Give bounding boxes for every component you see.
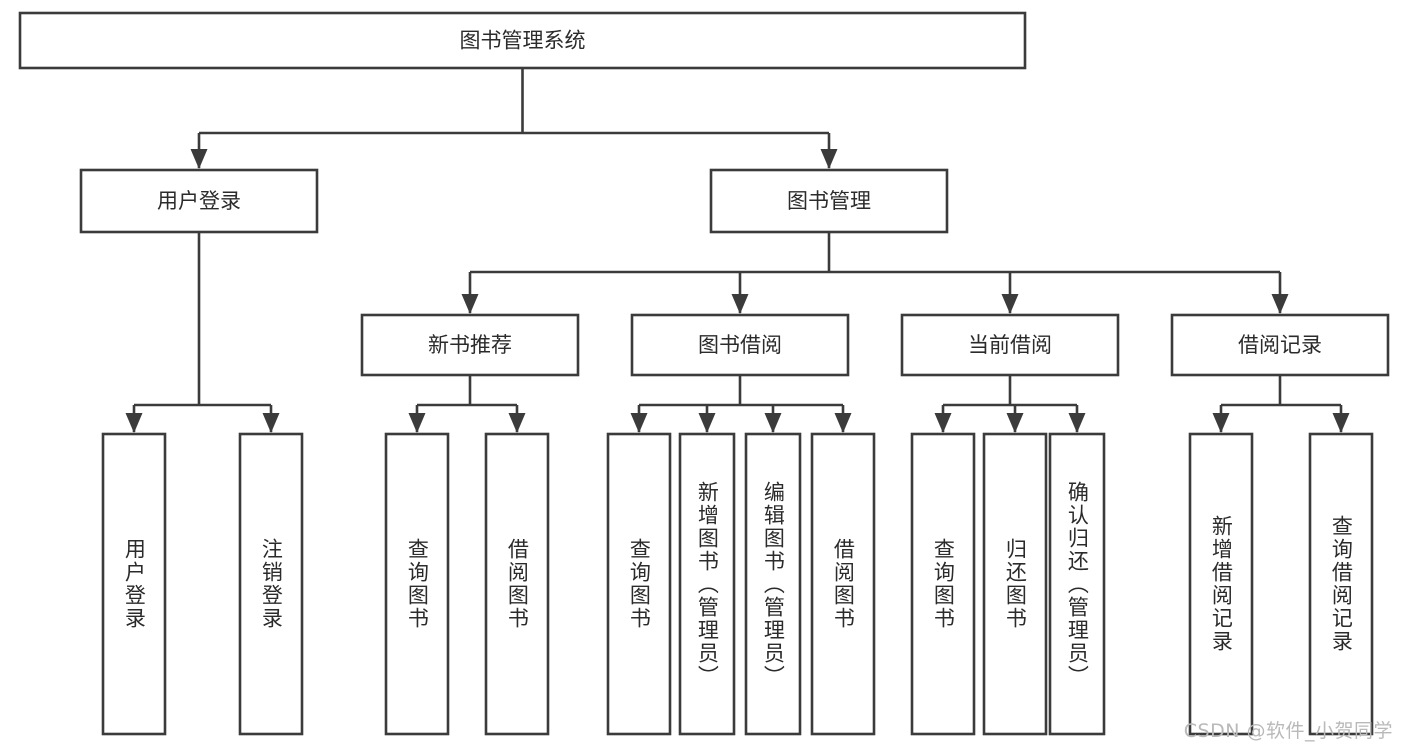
node-leaf-box-0[interactable]: [101, 432, 167, 736]
arrow-head-icon: [1068, 413, 1086, 433]
arrow-head-icon: [1332, 413, 1350, 433]
node-leaf-box-11[interactable]: [1188, 432, 1254, 736]
node-level1-box-0[interactable]: [79, 168, 319, 234]
csdn-watermark: CSDN @软件_小贺同学: [1183, 720, 1393, 742]
node-leaf-box-10[interactable]: [1048, 432, 1106, 736]
arrow-head-icon: [731, 294, 749, 314]
node-root-box[interactable]: [18, 11, 1027, 70]
connectors-layer: [125, 68, 1350, 433]
node-leaf-box-6[interactable]: [744, 432, 802, 736]
node-level1-box-1[interactable]: [709, 168, 949, 234]
arrow-head-icon: [1006, 413, 1024, 433]
node-level2-label-0: 新书推荐: [428, 333, 512, 357]
arrow-head-icon: [764, 413, 782, 433]
node-leaf-box-1[interactable]: [238, 432, 304, 736]
arrow-head-icon: [1001, 294, 1019, 314]
arrow-head-icon: [834, 413, 852, 433]
node-leaf-box-7[interactable]: [810, 432, 876, 736]
node-leaf-box-9[interactable]: [982, 432, 1048, 736]
boxes-layer: [18, 11, 1390, 736]
node-level1-label-1: 图书管理: [787, 189, 871, 213]
node-leaf-box-8[interactable]: [910, 432, 976, 736]
node-leaf-box-2[interactable]: [384, 432, 450, 736]
arrow-head-icon: [1271, 294, 1289, 314]
node-level2-label-1: 图书借阅: [698, 333, 782, 357]
arrow-head-icon: [1212, 413, 1230, 433]
arrow-head-icon: [630, 413, 648, 433]
node-leaf-box-3[interactable]: [484, 432, 550, 736]
node-level2-box-0[interactable]: [360, 313, 580, 377]
node-level2-box-2[interactable]: [900, 313, 1120, 377]
node-level2-box-1[interactable]: [630, 313, 850, 377]
arrow-head-icon: [125, 413, 143, 433]
node-leaf-box-4[interactable]: [606, 432, 672, 736]
node-level2-box-3[interactable]: [1170, 313, 1390, 377]
node-root-label: 图书管理系统: [460, 29, 586, 53]
arrow-head-icon: [262, 413, 280, 433]
arrow-head-icon: [508, 413, 526, 433]
arrow-head-icon: [408, 413, 426, 433]
arrow-head-icon: [934, 413, 952, 433]
arrow-head-icon: [190, 149, 208, 169]
node-level2-label-2: 当前借阅: [968, 333, 1052, 357]
node-level2-label-3: 借阅记录: [1238, 333, 1322, 357]
arrow-head-icon: [698, 413, 716, 433]
node-leaf-box-5[interactable]: [678, 432, 736, 736]
arrow-head-icon: [820, 149, 838, 169]
node-leaf-box-12[interactable]: [1308, 432, 1374, 736]
arrow-head-icon: [461, 294, 479, 314]
node-level1-label-0: 用户登录: [157, 189, 241, 213]
